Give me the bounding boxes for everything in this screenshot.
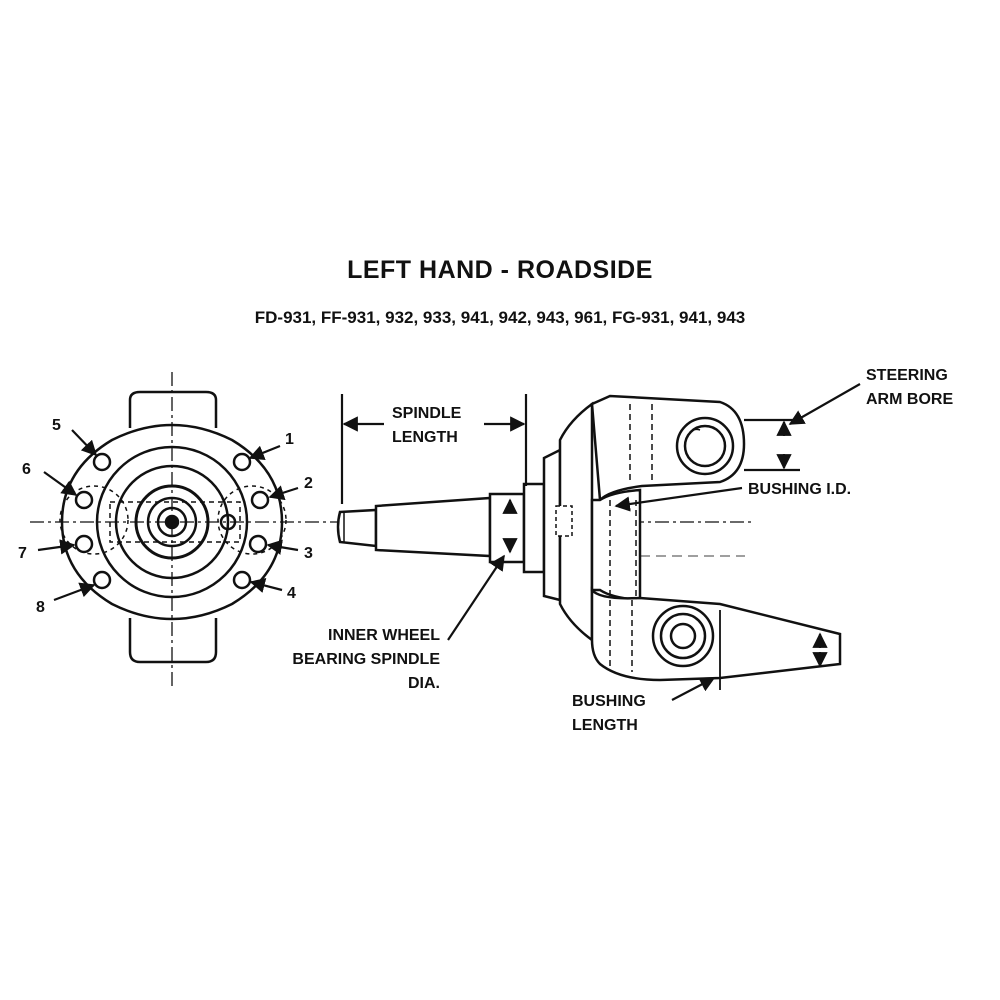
inner-wheel-bearing-label: INNER WHEEL bbox=[328, 627, 440, 644]
end-view bbox=[59, 390, 287, 664]
bolt-number-1: 1 bbox=[285, 431, 294, 448]
bolt-hole-6 bbox=[74, 490, 94, 510]
bushing-id-label: BUSHING I.D. bbox=[748, 481, 851, 498]
bolt-hole-5 bbox=[92, 452, 112, 472]
spindle-length-label-2: LENGTH bbox=[392, 429, 458, 446]
spindle-side-view bbox=[336, 394, 842, 682]
steering-arm-bore-label-2: ARM BORE bbox=[866, 391, 953, 408]
bolt-number-5: 5 bbox=[52, 417, 61, 434]
bolt-hole-leaders bbox=[37, 429, 299, 602]
bolt-number-7: 7 bbox=[18, 545, 27, 562]
steering-arm-bore-label: STEERING bbox=[866, 367, 948, 384]
bolt-number-2: 2 bbox=[304, 475, 313, 492]
dimension-lines bbox=[340, 383, 861, 701]
bolt-hole-7 bbox=[74, 534, 94, 554]
bolt-number-4: 4 bbox=[287, 585, 296, 602]
bolt-number-3: 3 bbox=[304, 545, 313, 562]
inner-wheel-bearing-label-2: BEARING SPINDLE bbox=[292, 651, 440, 668]
bolt-hole-2 bbox=[250, 490, 270, 510]
bushing-length-label: BUSHING bbox=[572, 693, 646, 710]
bolt-hole-8 bbox=[92, 570, 112, 590]
bolt-hole-numbers: 1 2 3 4 5 6 7 8 bbox=[18, 417, 313, 616]
bushing-length-label-2: LENGTH bbox=[572, 717, 638, 734]
spindle-length-label: SPINDLE bbox=[392, 405, 462, 422]
bolt-hole-3 bbox=[248, 534, 268, 554]
model-list: FD-931, FF-931, 932, 933, 941, 942, 943,… bbox=[254, 308, 746, 327]
bolt-hole-1 bbox=[232, 452, 252, 472]
end-view-centerlines bbox=[30, 372, 330, 690]
bolt-number-8: 8 bbox=[36, 599, 45, 616]
callout-labels: SPINDLE LENGTH STEERING ARM BORE BUSHING… bbox=[292, 367, 953, 734]
diagram-title: LEFT HAND - ROADSIDE bbox=[347, 256, 653, 284]
inner-wheel-bearing-label-3: DIA. bbox=[408, 675, 440, 692]
bolt-number-6: 6 bbox=[22, 461, 31, 478]
